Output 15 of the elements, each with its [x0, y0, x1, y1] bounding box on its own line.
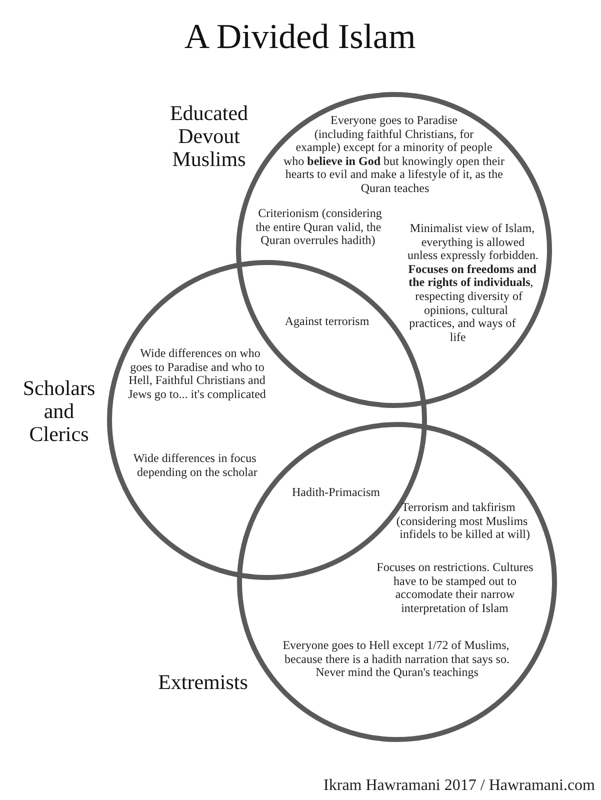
title: A Divided Islam — [184, 17, 416, 57]
group-label: Educated Devout Muslims — [170, 102, 248, 171]
credit-text: Ikram Hawramani 2017 / Hawramani.com — [324, 776, 595, 796]
overlap-label: Hadith-Primacism — [292, 486, 380, 500]
description-text: Wide differences in focus depending on the scholar — [133, 451, 258, 479]
description-text: Minimalist view of Islam, everything is allowed unless expressly forbidden. Focuses on freedoms and the rights of individuals, respecting diversity of opinions, cultural practices, and ways of life — [408, 221, 538, 344]
description-text: Focuses on restrictions. Cultures have to be stamped out to accomodate their narrow interpretation of Islam — [376, 560, 534, 615]
description-text: Terrorism and takfirism (considering most Muslims infidels to be killed at will) — [396, 500, 530, 542]
description-text: Criterionism (considering the entire Quran valid, the Quran overrules hadith) — [256, 206, 382, 248]
group-label: Extremists — [158, 671, 248, 694]
overlap-label: Against terrorism — [284, 315, 370, 329]
description-text: Everyone goes to Hell except 1/72 of Muslims, because there is a hadith narration that says so. Never mind the Quran's teachings — [282, 638, 510, 680]
description-text: Wide differences on who goes to Paradise and who to Hell, Faithful Christians and Jews go to... it's complicated — [128, 346, 266, 401]
description-text: Everyone goes to Paradise (including faithful Christians, for example) except for a minority of people who believe in God but knowingly open their hearts to evil and make a lifestyle of it, as the Quran teaches — [283, 113, 504, 195]
group-label: Scholars and Clerics — [22, 377, 96, 446]
